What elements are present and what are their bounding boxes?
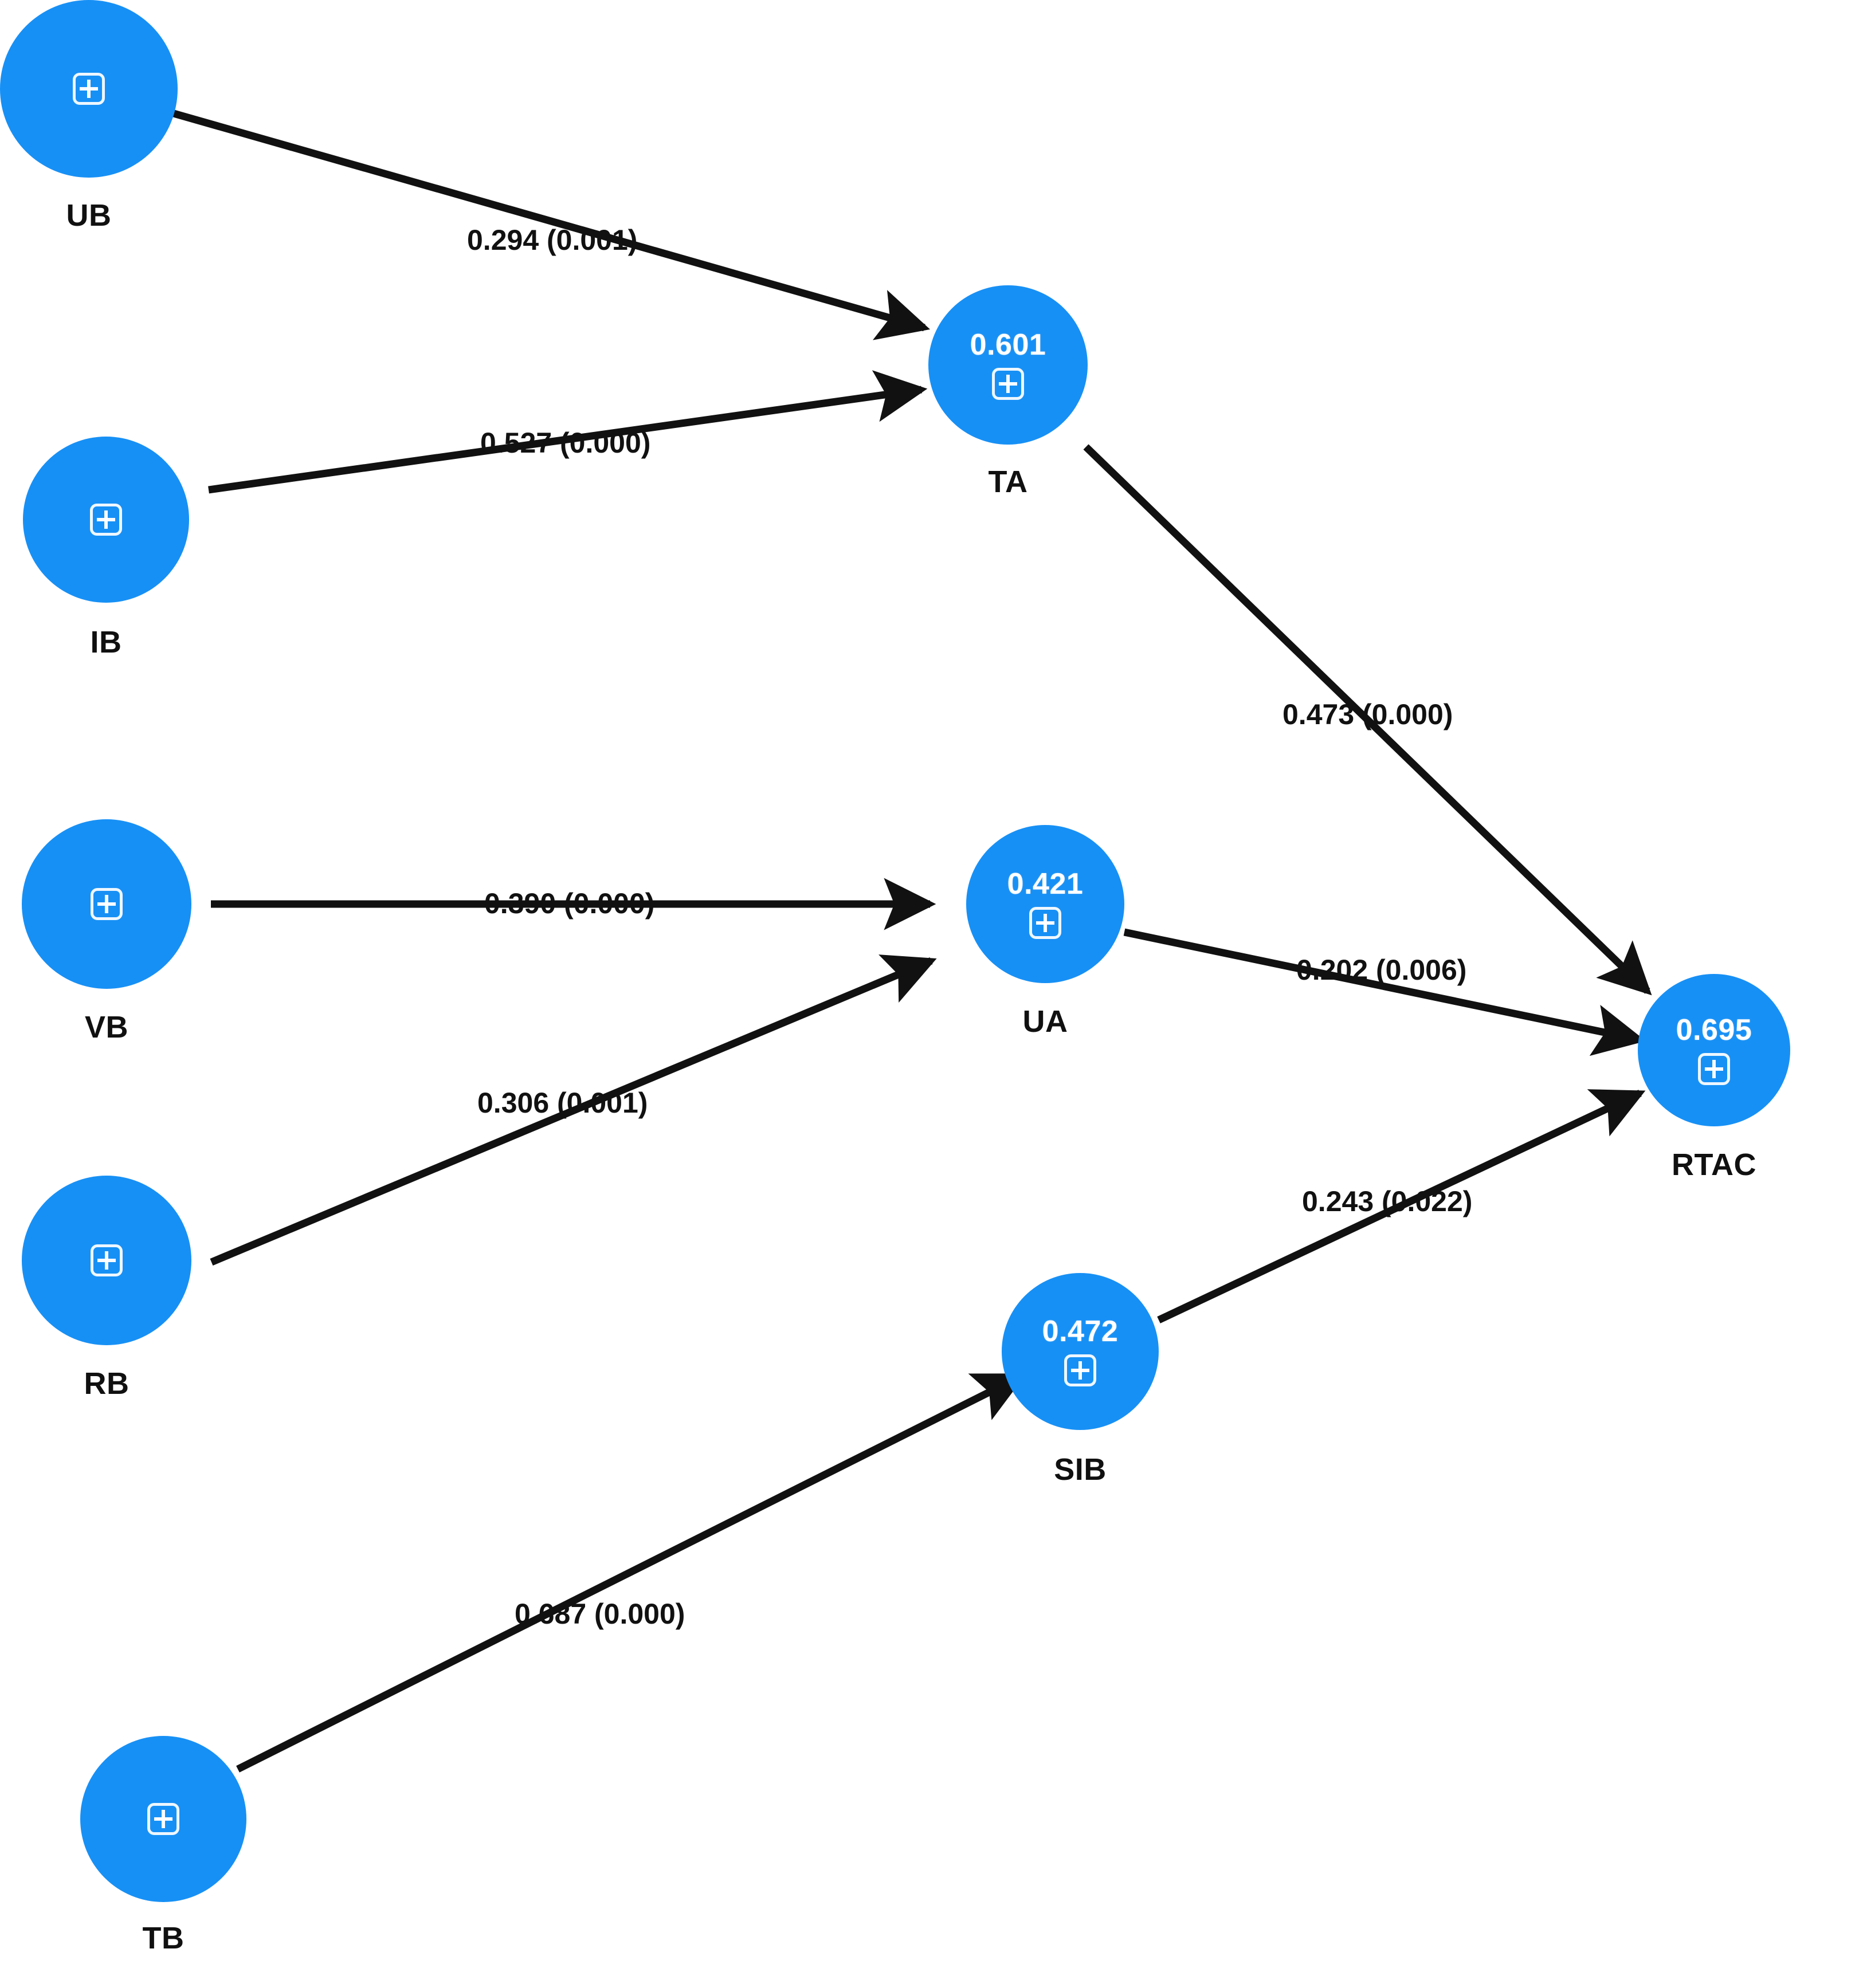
edge-label-rb-ua: 0.306 (0.001) <box>477 1087 648 1119</box>
edge-label-sib-rtac: 0.243 (0.022) <box>1302 1185 1473 1217</box>
edge-label-ib-ta: 0.527 (0.000) <box>480 427 651 459</box>
node-caption-sib: SIB <box>1054 1452 1107 1487</box>
node-ub[interactable] <box>0 0 178 178</box>
edge-label-ub-ta: 0.294 (0.001) <box>467 224 638 256</box>
expand-plus-icon[interactable] <box>1064 1354 1096 1386</box>
node-sib[interactable]: 0.472 <box>1002 1273 1159 1430</box>
expand-plus-icon[interactable] <box>73 73 105 105</box>
node-caption-ub: UB <box>66 198 112 233</box>
node-caption-rtac: RTAC <box>1672 1148 1756 1182</box>
edge-label-ua-rtac: 0.202 (0.006) <box>1296 954 1467 986</box>
edge-label-vb-ua: 0.390 (0.000) <box>484 887 655 920</box>
node-caption-ib: IB <box>90 625 122 659</box>
edge-rb-ua <box>210 954 937 1266</box>
node-rtac[interactable]: 0.695 <box>1638 974 1790 1126</box>
node-r2-value: 0.472 <box>1042 1315 1119 1348</box>
edge-ub-ta <box>172 109 931 340</box>
expand-plus-icon[interactable] <box>1698 1053 1730 1085</box>
edge-tb-sib <box>236 1373 1027 1773</box>
node-ib[interactable] <box>23 437 189 603</box>
edge-ta-rtac <box>1083 444 1652 996</box>
edge-ib-ta <box>208 370 928 494</box>
node-caption-tb: TB <box>142 1921 185 1955</box>
expand-plus-icon[interactable] <box>90 504 122 536</box>
expand-plus-icon[interactable] <box>992 368 1024 400</box>
node-caption-ta: TA <box>988 465 1028 499</box>
expand-plus-icon[interactable] <box>91 1244 123 1276</box>
node-caption-ua: UA <box>1022 1004 1068 1039</box>
node-r2-value: 0.421 <box>1007 867 1084 901</box>
expand-plus-icon[interactable] <box>147 1803 179 1835</box>
node-r2-value: 0.695 <box>1676 1013 1752 1047</box>
node-caption-vb: VB <box>84 1010 128 1044</box>
node-ta[interactable]: 0.601 <box>928 285 1088 445</box>
node-rb[interactable] <box>22 1176 191 1345</box>
expand-plus-icon[interactable] <box>91 888 123 920</box>
expand-plus-icon[interactable] <box>1029 907 1061 939</box>
edge-label-tb-sib: 0.687 (0.000) <box>515 1598 685 1630</box>
node-vb[interactable] <box>22 819 191 989</box>
edge-label-ta-rtac: 0.473 (0.000) <box>1282 698 1453 730</box>
edge-sib-rtac <box>1157 1089 1646 1323</box>
node-ua[interactable]: 0.421 <box>966 825 1124 983</box>
node-caption-rb: RB <box>84 1366 130 1401</box>
node-r2-value: 0.601 <box>970 328 1046 362</box>
edge-ua-rtac <box>1123 928 1646 1056</box>
node-tb[interactable] <box>80 1736 246 1902</box>
